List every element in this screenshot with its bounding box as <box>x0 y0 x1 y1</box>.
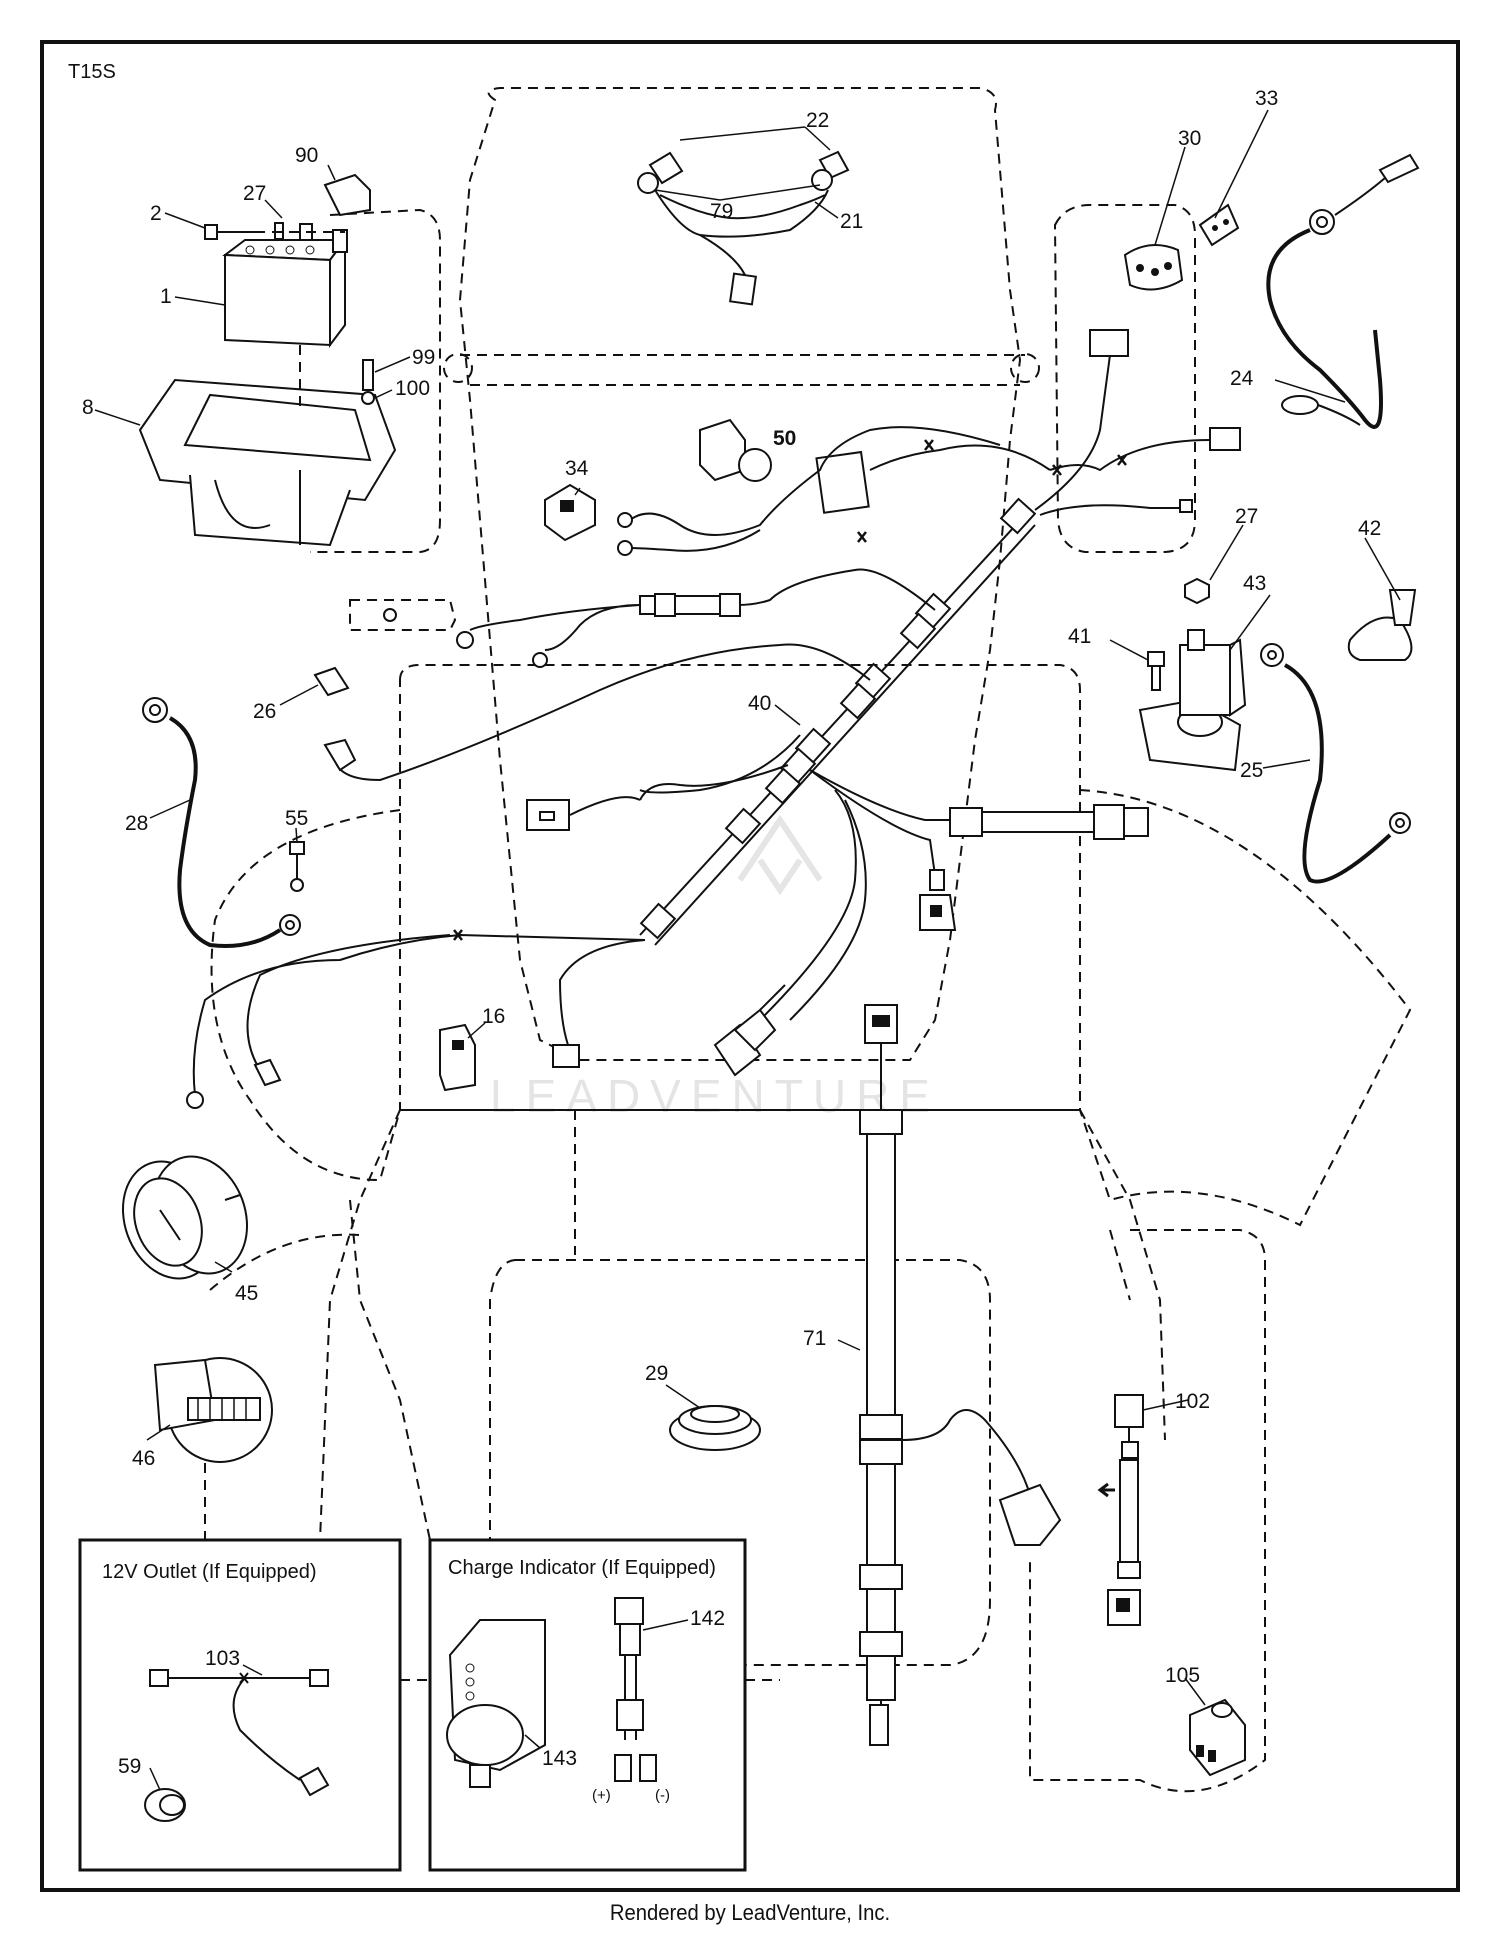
callout-34: 34 <box>565 457 589 480</box>
callout-33: 33 <box>1255 87 1278 110</box>
callout-40: 40 <box>748 692 771 715</box>
bolt-41 <box>1147 651 1165 691</box>
callout-8: 8 <box>82 396 94 419</box>
callout-26: 26 <box>253 700 276 723</box>
watermark-text: LEADVENTURE <box>490 1070 940 1122</box>
callout-50: 50 <box>773 427 796 450</box>
callout-99: 99 <box>412 346 435 369</box>
callout-45: 45 <box>235 1282 258 1305</box>
callout-71: 71 <box>803 1327 826 1350</box>
plug-29 <box>669 1405 761 1451</box>
harness-102 <box>1097 1394 1144 1626</box>
callout-2: 2 <box>150 202 162 225</box>
inset-charge-title: Charge Indicator (If Equipped) <box>448 1557 716 1579</box>
switch-50 <box>699 418 772 482</box>
callout-30: 30 <box>1178 127 1201 150</box>
hour-meter-46 <box>153 1357 273 1463</box>
callout-27b: 27 <box>1235 505 1258 528</box>
fuse-26 <box>313 666 350 697</box>
callout-142: 142 <box>690 1607 725 1630</box>
relay-16 <box>439 1023 476 1092</box>
footer-credit: Rendered by LeadVenture, Inc. <box>609 1900 891 1925</box>
callout-143: 143 <box>542 1747 577 1770</box>
callout-16: 16 <box>482 1005 505 1028</box>
nut-27 <box>1184 577 1210 605</box>
watermark: LEADVENTURE <box>490 814 940 1122</box>
headlight-harness <box>637 150 850 306</box>
battery-cable-25 <box>1260 643 1411 884</box>
callout-24: 24 <box>1230 367 1254 390</box>
callouts: 90 2 27 1 99 100 8 22 79 21 30 33 24 50 … <box>82 87 1381 1778</box>
harness-71 <box>859 1004 1062 1746</box>
callout-25: 25 <box>1240 759 1263 782</box>
battery-hardware <box>204 173 375 410</box>
inset-charge-indicator: Charge Indicator (If Equipped) (+) (-) <box>428 1538 747 1872</box>
screw-55 <box>289 841 305 892</box>
switch-105 <box>1189 1698 1246 1777</box>
inset-12v-outlet: 12V Outlet (If Equipped) <box>78 1538 402 1872</box>
callout-46: 46 <box>132 1447 155 1470</box>
callout-55: 55 <box>285 807 308 830</box>
chassis-outlines <box>204 87 1412 1793</box>
starter-solenoid <box>1138 629 1247 772</box>
callout-90: 90 <box>295 144 318 167</box>
callout-59: 59 <box>118 1755 141 1778</box>
charge-minus-label: (-) <box>655 1787 670 1804</box>
callout-42: 42 <box>1358 517 1381 540</box>
callout-27a: 27 <box>243 182 266 205</box>
battery <box>222 229 348 348</box>
outer-frame <box>40 40 1460 1892</box>
switch-34 <box>544 483 596 542</box>
main-harness-40 <box>186 329 1241 1109</box>
callout-43: 43 <box>1243 572 1266 595</box>
callout-102: 102 <box>1175 1390 1210 1413</box>
leader-lines <box>94 109 1401 1791</box>
charge-plus-label: (+) <box>592 1787 611 1804</box>
callout-105: 105 <box>1165 1664 1200 1687</box>
gauge-45 <box>121 1155 249 1280</box>
callout-22: 22 <box>806 109 829 132</box>
callout-100: 100 <box>395 377 430 400</box>
callout-28: 28 <box>125 812 148 835</box>
callout-1: 1 <box>160 285 172 308</box>
callout-41: 41 <box>1068 625 1091 648</box>
inset-outlet-title: 12V Outlet (If Equipped) <box>102 1561 317 1583</box>
battery-tray <box>138 378 397 547</box>
boot-42 <box>1347 589 1417 661</box>
battery-cable-24 <box>1266 153 1420 429</box>
diagram-code: T15S <box>68 61 116 83</box>
ignition-switch <box>1123 244 1184 291</box>
ground-cable-28 <box>142 697 301 948</box>
callout-79: 79 <box>710 200 733 223</box>
decal <box>815 450 870 514</box>
callout-21: 21 <box>840 210 863 233</box>
callout-103: 103 <box>205 1647 240 1670</box>
callout-29: 29 <box>645 1362 668 1385</box>
